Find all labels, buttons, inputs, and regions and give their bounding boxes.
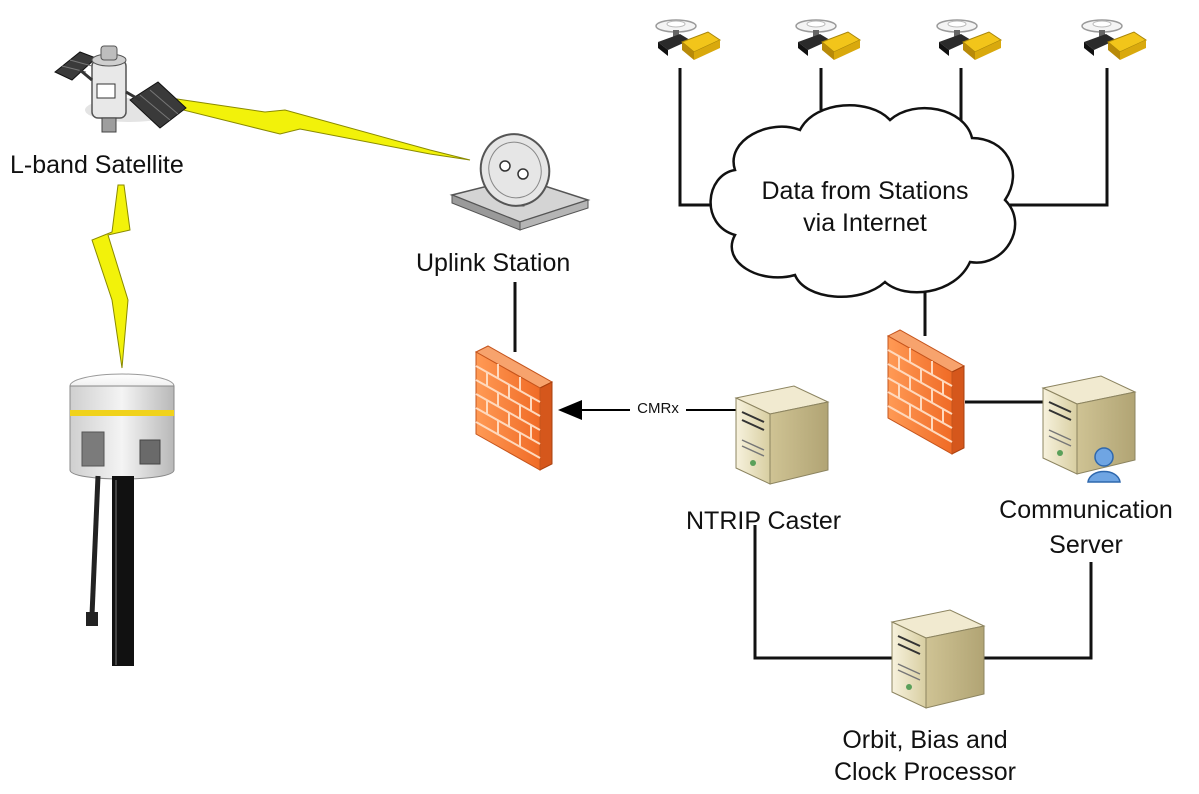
lightning-bolt-link-icon (91, 94, 471, 369)
reference-station-icon (655, 19, 1147, 61)
server-tower-icon (735, 385, 829, 485)
firewall-icon (887, 329, 965, 455)
gnss-receiver-icon (69, 373, 175, 666)
communication-server-label-line2: Server (1049, 531, 1123, 559)
satellite-icon (54, 45, 187, 133)
cloud-label-line1: Data from Stations (761, 177, 969, 205)
firewall-icon (475, 345, 553, 471)
uplink-station-label: Uplink Station (416, 249, 571, 277)
ntrip-caster-label: NTRIP Caster (686, 507, 842, 535)
orbit-processor-label-line1: Orbit, Bias and (842, 726, 1008, 754)
communication-server-label-line1: Communication (999, 496, 1173, 524)
server-tower-icon (891, 609, 985, 709)
user-icon (1087, 447, 1121, 483)
station-wires (513, 68, 1109, 660)
orbit-processor-label-line2: Clock Processor (834, 758, 1016, 786)
cloud-icon (709, 104, 1017, 299)
satellite-label: L-band Satellite (10, 151, 184, 179)
satellite-dish-icon (449, 133, 591, 231)
server-tower-icon (1042, 375, 1136, 475)
cmrx-label: CMRx (637, 400, 679, 417)
cloud-label-line2: via Internet (803, 209, 927, 237)
